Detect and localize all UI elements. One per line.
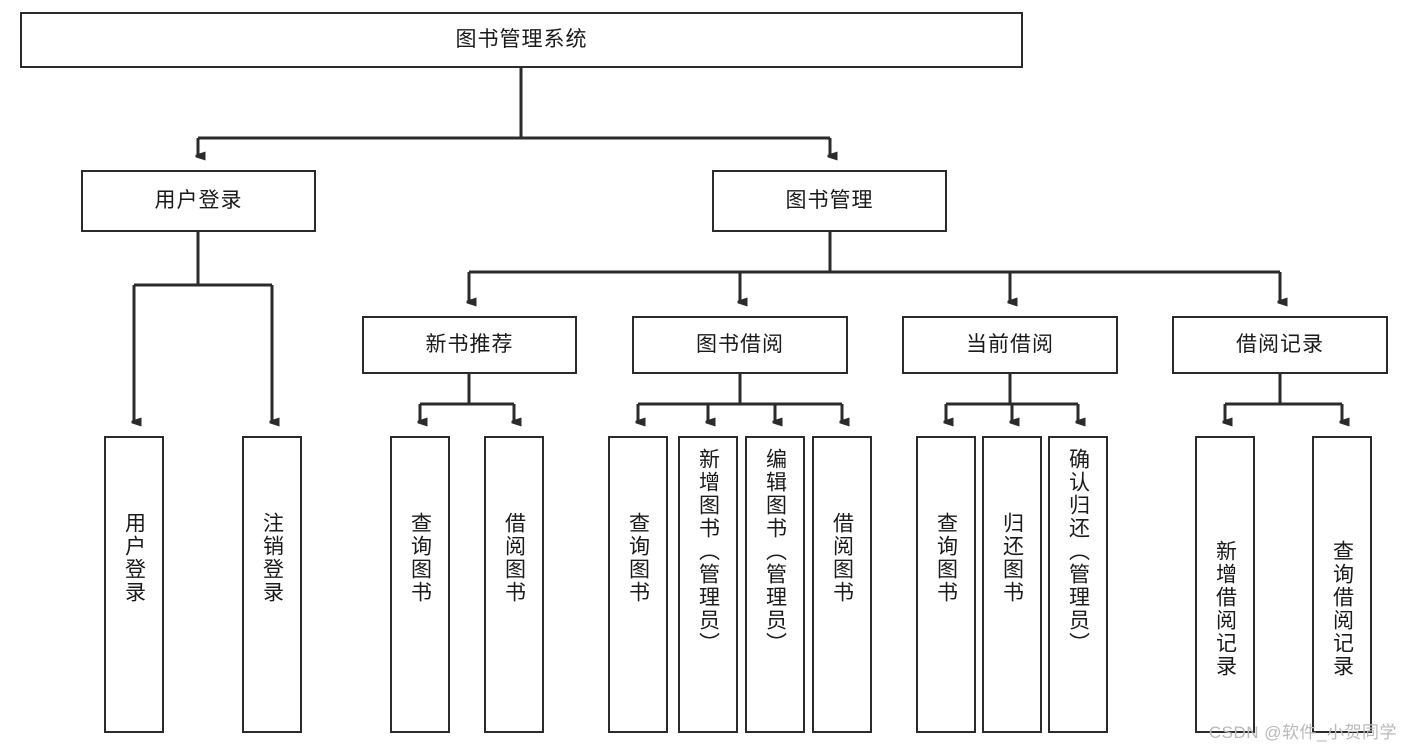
node-leaf-query-borrow-record[interactable]: 查询借阅记录: [1312, 436, 1372, 733]
node-leaf-query-book-1[interactable]: 查询图书: [390, 436, 450, 733]
node-leaf-query-book-2[interactable]: 查询图书: [608, 436, 668, 733]
node-borrow-record[interactable]: 借阅记录: [1172, 316, 1388, 374]
node-new-book-recommend[interactable]: 新书推荐: [362, 316, 577, 374]
node-leaf-edit-book[interactable]: 编辑图书（管理员）: [745, 436, 805, 733]
node-book-borrow[interactable]: 图书借阅: [632, 316, 848, 374]
node-leaf-query-book-1-label: 查询图书: [408, 512, 432, 604]
node-leaf-query-book-3-label: 查询图书: [934, 512, 958, 604]
node-leaf-confirm-return[interactable]: 确认归还（管理员）: [1048, 436, 1108, 733]
node-leaf-borrow-book-1-label: 借阅图书: [502, 512, 526, 604]
node-current-borrow[interactable]: 当前借阅: [902, 316, 1118, 374]
node-leaf-edit-book-label: 编辑图书（管理员）: [763, 448, 787, 655]
node-leaf-query-book-2-label: 查询图书: [626, 512, 650, 604]
node-leaf-user-login-label: 用户登录: [122, 512, 146, 604]
node-leaf-confirm-return-label: 确认归还（管理员）: [1066, 448, 1090, 655]
node-leaf-query-book-3[interactable]: 查询图书: [916, 436, 976, 733]
node-book-manage-label: 图书管理: [785, 189, 874, 213]
node-book-manage[interactable]: 图书管理: [712, 170, 947, 232]
node-root-label: 图书管理系统: [455, 28, 588, 52]
node-leaf-add-borrow-record-label: 新增借阅记录: [1213, 540, 1237, 678]
node-leaf-return-book-label: 归还图书: [1000, 512, 1024, 604]
node-book-borrow-label: 图书借阅: [696, 333, 784, 357]
watermark-text: CSDN @软件_小贺同学: [1208, 723, 1397, 742]
node-user-login[interactable]: 用户登录: [81, 170, 316, 232]
node-leaf-add-book-label: 新增图书（管理员）: [696, 448, 720, 655]
node-user-login-label: 用户登录: [154, 189, 243, 213]
node-leaf-borrow-book-1[interactable]: 借阅图书: [484, 436, 544, 733]
node-leaf-add-book[interactable]: 新增图书（管理员）: [678, 436, 738, 733]
node-leaf-logout[interactable]: 注销登录: [242, 436, 302, 733]
node-leaf-borrow-book-2-label: 借阅图书: [830, 512, 854, 604]
node-new-book-recommend-label: 新书推荐: [425, 333, 514, 357]
node-current-borrow-label: 当前借阅: [966, 333, 1054, 357]
node-leaf-logout-label: 注销登录: [260, 512, 284, 604]
node-leaf-borrow-book-2[interactable]: 借阅图书: [812, 436, 872, 733]
node-leaf-add-borrow-record[interactable]: 新增借阅记录: [1195, 436, 1255, 733]
node-leaf-query-borrow-record-label: 查询借阅记录: [1330, 540, 1354, 678]
node-root[interactable]: 图书管理系统: [20, 12, 1023, 68]
node-leaf-user-login[interactable]: 用户登录: [104, 436, 164, 733]
node-borrow-record-label: 借阅记录: [1236, 333, 1324, 357]
node-leaf-return-book[interactable]: 归还图书: [982, 436, 1042, 733]
